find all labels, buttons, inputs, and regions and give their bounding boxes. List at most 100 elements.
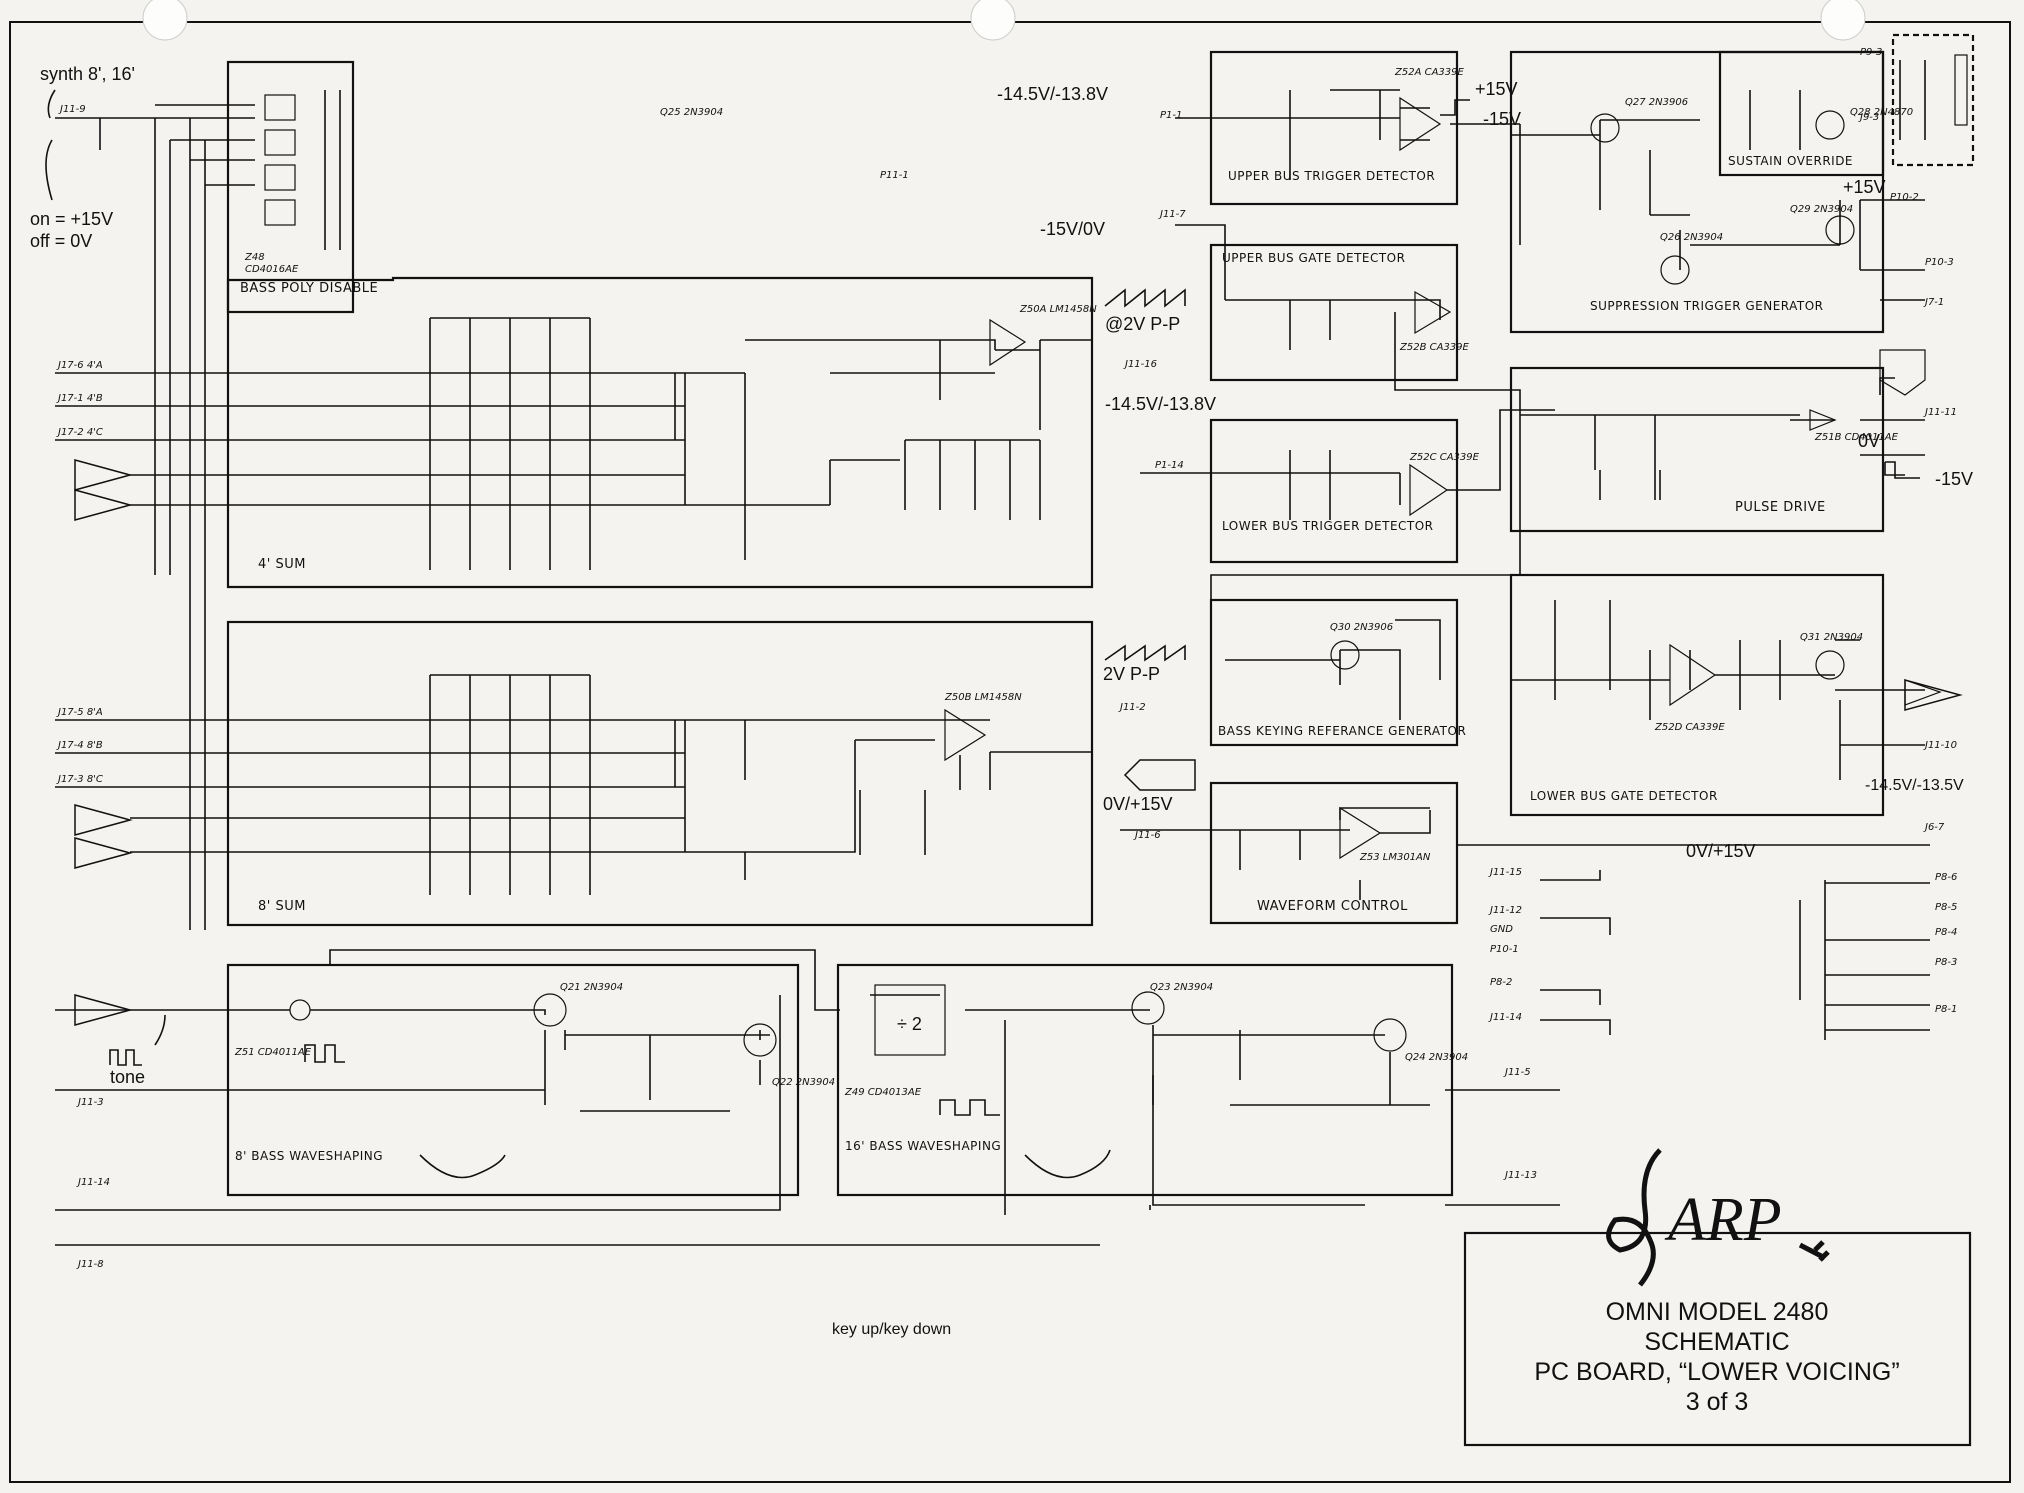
block-8-bass-waveshaping [226, 963, 800, 1197]
part-divider: ÷ 2 [897, 1014, 922, 1034]
part-z53: Z53 LM301AN [1359, 852, 1431, 863]
block-waveform-control [1209, 781, 1459, 925]
pulse-r2 [1879, 377, 1895, 395]
voltage-bass-gate: -14.5V/-13.5V [1865, 777, 1964, 794]
annotations: synth 8', 16' on = +15V off = 0V tone ke… [30, 64, 1973, 1338]
punch-hole [1820, 0, 1866, 41]
connector-labels: J11-9 J17-6 4'A J17-1 4'B J17-2 4'C J17-… [56, 47, 1957, 1270]
connector-j17-2: J17-2 4'C [56, 427, 103, 438]
voltage-upper-bus: -14.5V/-13.8V [997, 84, 1108, 104]
label-pulse-drive: PULSE DRIVE [1735, 500, 1826, 515]
voltage-waveform-bus: 0V/+15V [1686, 841, 1756, 861]
connector-j17-4: J17-4 8'B [56, 740, 103, 751]
connector-j17-3: J17-3 8'C [56, 774, 103, 785]
sawtooth-4 [1104, 288, 1186, 308]
block-lower-bus-gate [1509, 573, 1885, 817]
connector-p8-3: P8-3 [1935, 957, 1957, 968]
voltage-hollow: 0V/+15V [1103, 794, 1173, 814]
title-text: OMNI MODEL 2480 SCHEMATIC PC BOARD, “LOW… [1534, 1298, 1899, 1416]
connector-j11-6: J11-6 [1133, 830, 1161, 841]
part-labels: Z48 CD4016AE Z50A LM1458N Z50B LM1458N Z… [234, 67, 1913, 1098]
part-q23: Q23 2N3904 [1150, 982, 1213, 993]
block-4-sum [226, 276, 1094, 589]
arrow-on [45, 139, 53, 201]
annotation-key-updown: key up/key down [832, 1321, 951, 1338]
voltage-minus15-a: -15V [1483, 109, 1521, 129]
part-z52c: Z52C CA339E [1409, 452, 1480, 463]
pulse-drive-neg [1884, 462, 1905, 476]
pulse-16bass [939, 1099, 1000, 1116]
connector-j11-14b: J11-14 [1488, 1012, 1522, 1023]
connector-p10-3: P10-3 [1925, 257, 1954, 268]
voltage-2vpp-b: 2V P-P [1103, 664, 1160, 684]
part-z52b: Z52B CA339E [1399, 342, 1470, 353]
connector-gnd: GND [1490, 924, 1513, 935]
part-z52d: Z52D CA339E [1654, 722, 1725, 733]
part-q30: Q30 2N3906 [1330, 622, 1393, 633]
part-q26: Q26 2N3904 [1660, 232, 1723, 243]
voltage-0v: 0V [1858, 431, 1880, 451]
punch-hole [970, 0, 1016, 41]
connector-j11-9: J11-9 [58, 104, 86, 115]
voltage-gate: -15V/0V [1040, 219, 1105, 239]
title-line-3: PC BOARD, “LOWER VOICING” [1534, 1358, 1899, 1386]
label-lower-bus-gate: LOWER BUS GATE DETECTOR [1530, 789, 1718, 803]
plug-icon [1798, 1240, 1830, 1262]
part-z51: Z51 CD4011AE [234, 1047, 312, 1058]
connector-p8-1: P8-1 [1935, 1004, 1957, 1015]
part-z52a: Z52A CA339E [1394, 67, 1465, 78]
connector-j11-13: J11-13 [1503, 1170, 1537, 1181]
connector-p10-2: P10-2 [1890, 192, 1919, 203]
block-upper-bus-trigger [1209, 50, 1459, 206]
waveform-sketches [45, 89, 1920, 1179]
title-line-4: 3 of 3 [1686, 1388, 1749, 1416]
connector-j7-1: J7-1 [1923, 297, 1944, 308]
label-lower-bus-trigger: LOWER BUS TRIGGER DETECTOR [1222, 519, 1434, 533]
block-labels: BASS POLY DISABLE 4' SUM 8' SUM UPPER BU… [235, 154, 1853, 1163]
block-8-sum [226, 620, 1094, 927]
connector-p1-14: P1-14 [1155, 460, 1184, 471]
title-line-1: OMNI MODEL 2480 [1606, 1298, 1829, 1326]
connector-j11-7: J11-7 [1158, 209, 1186, 220]
part-q21: Q21 2N3904 [560, 982, 623, 993]
annotation-synth: synth 8', 16' [40, 64, 135, 84]
arrow-tone [154, 1014, 166, 1046]
connector-j11-11: J11-11 [1923, 407, 1957, 418]
connector-j11-2: J11-2 [1118, 702, 1146, 713]
connector-j17-5: J17-5 8'A [56, 707, 103, 718]
treble-clef-icon [1606, 1148, 1662, 1287]
annotation-on: on = +15V [30, 209, 113, 229]
part-z48: Z48 [244, 252, 265, 263]
title-line-2: SCHEMATIC [1644, 1328, 1789, 1356]
connector-p9-3: P9-3 [1860, 47, 1882, 58]
part-q29: Q29 2N3904 [1790, 204, 1853, 215]
sheet-refs [74, 459, 1963, 1026]
voltage-2vpp-a: @2V P-P [1105, 314, 1180, 334]
connector-p1-1: P1-1 [1160, 110, 1182, 121]
block-bass-poly-disable [226, 60, 355, 314]
wiring [55, 54, 1968, 1246]
connector-j11-8: J11-8 [76, 1259, 104, 1270]
block-16-bass-waveshaping [836, 963, 1454, 1197]
pulse-tone [109, 1049, 142, 1066]
label-waveform-control: WAVEFORM CONTROL [1257, 899, 1408, 914]
part-z48-type: CD4016AE [245, 264, 299, 275]
block-suppression [1509, 50, 1885, 334]
label-8-sum: 8' SUM [258, 899, 306, 914]
punch-hole [142, 0, 188, 41]
jack-on-rear-panel [1891, 33, 1975, 167]
arp-logo: ARP [1664, 1186, 1782, 1254]
part-q24: Q24 2N3904 [1405, 1052, 1468, 1063]
connector-j11-5: J11-5 [1503, 1067, 1531, 1078]
block-bass-keying [1209, 598, 1459, 747]
pulse-neg15 [1885, 461, 1920, 479]
voltage-plus15-a: +15V [1475, 79, 1518, 99]
annotation-off: off = 0V [30, 231, 92, 251]
part-q25: Q25 2N3904 [660, 107, 723, 118]
connector-j17-6: J17-6 4'A [56, 360, 103, 371]
annotation-tone: tone [110, 1067, 145, 1087]
connector-p11-1: P11-1 [880, 170, 909, 181]
connector-j11-14: J11-14 [76, 1177, 110, 1188]
connector-j11-3: J11-3 [76, 1097, 104, 1108]
